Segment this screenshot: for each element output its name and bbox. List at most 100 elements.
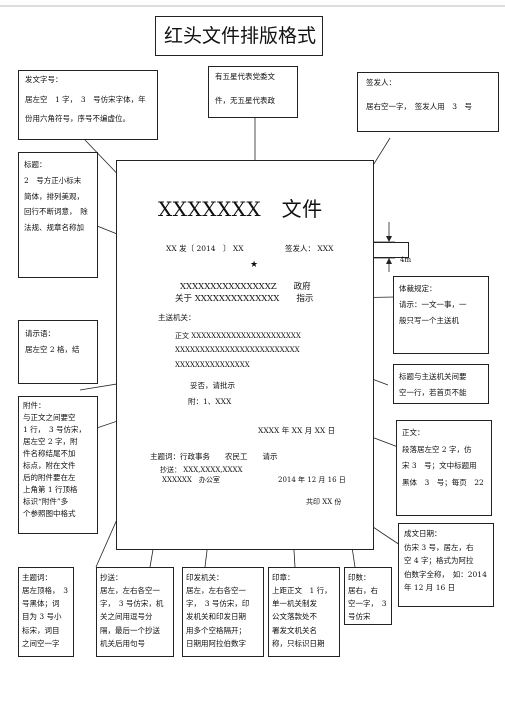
note-line: 上距正文 1 行， — [272, 586, 332, 596]
note-line: 称，只标识日期 — [272, 638, 325, 648]
note-line: 年 12 月 16 日 — [404, 583, 456, 592]
doc-header: XXXXXXX 文件 — [158, 197, 323, 221]
note-line: 伯数字全称， 如：2014 — [404, 569, 487, 579]
note-line: 号黑体；词 — [22, 599, 60, 609]
note-line: 回行不断词意， 除 — [24, 207, 88, 217]
note-line: 居左空 1 字， 3 号仿宋字体，年 — [25, 94, 146, 104]
note-heading: 印发机关： — [186, 573, 224, 582]
doc-title-line-1: XXXXXXXXXXXXXXXZ 政府 — [180, 282, 311, 292]
note-line: 之间空一字 — [22, 638, 60, 648]
note-line: 份用六角符号，序号不编虚位。 — [25, 114, 130, 124]
note-signer: 签发人： 居右空一字， 签发人用 3 号 — [357, 72, 499, 132]
note-line: 居左空 2 字，附 — [23, 437, 78, 446]
note-line: 简体，排列美观， — [24, 191, 84, 201]
note-line: 1 行， 3 号仿宋， — [23, 425, 87, 434]
note-line: 空一字， 3 — [348, 599, 387, 609]
margin-label: 4m — [400, 256, 412, 264]
note-attachment: 附件： 与正文之间要空 1 行， 3 号仿宋， 居左空 2 字，附 件名称结尾不… — [18, 396, 98, 534]
note-request: 请示语： 居左空 2 格，结 — [18, 320, 98, 384]
note-line: 单一机关制发 — [272, 599, 317, 609]
document-page — [116, 160, 374, 550]
doc-subject: 主题词：行政事务 农民工 请示 — [150, 452, 278, 461]
doc-date: XXXX 年 XX 月 XX 日 — [258, 426, 336, 435]
note-line: 居左，左右各空一 — [100, 586, 160, 596]
doc-closing: 妥否，请批示 — [190, 381, 235, 390]
note-line: 上角第 1 行顶格 — [23, 485, 78, 494]
note-align: 标题与主送机关间要 空一行，若首页不能 — [393, 364, 489, 404]
note-line: 居右，右 — [348, 586, 378, 596]
doc-issue-date: 2014 年 12 月 16 日 — [278, 476, 346, 484]
note-heading: 签发人： — [366, 78, 396, 87]
note-body: 正文： 段落居左空 2 字，仿 宋 3 号；文中标题用 黑体 3 号；每页 22 — [396, 420, 492, 516]
note-heading: 标题： — [24, 160, 47, 169]
doc-copies: 共印 XX 份 — [306, 498, 342, 506]
doc-cc: 抄送： XXX,XXXX,XXXX — [160, 466, 243, 474]
page-title: 红头文件排版格式 — [155, 16, 323, 56]
note-line: 法规、规章名称加 — [24, 223, 84, 232]
note-line: 黑体 3 号；每页 22 — [402, 477, 484, 487]
margin-box — [373, 242, 409, 258]
note-line: 发机关和印发日期 — [186, 612, 246, 622]
note-line: 标点，附在文件 — [23, 461, 76, 470]
doc-title-line-2: 关于 XXXXXXXXXXXXXX 指示 — [175, 294, 314, 304]
doc-body-line: 正文 XXXXXXXXXXXXXXXXXXXXXX — [175, 332, 301, 340]
note-line: 有五星代表党委文 — [215, 72, 275, 81]
note-line: 机关后用句号 — [100, 638, 145, 648]
doc-signer-line: 签发人： XXX — [285, 244, 334, 253]
note-line: 般只写一个主送机 — [399, 315, 459, 325]
note-seal: 印章： 上距正文 1 行， 单一机关制发 公文落款处不 署发文机关名 称，只标识… — [268, 567, 340, 657]
note-line: 后的附件要在左 — [23, 473, 76, 482]
note-subject: 主题词： 居左顶格， 3 号黑体；词 目为 3 号小 标宋，词目 之间空一字 — [18, 567, 74, 657]
note-heading: 成文日期： — [404, 529, 442, 538]
note-line: 2 号方正小标末 — [24, 175, 82, 185]
doc-issuer: XXXXXX 办公室 — [162, 476, 220, 484]
note-line: 仿宋 3 号，居左，右 — [404, 542, 474, 552]
note-line: 字， 3 号仿宋，机 — [100, 599, 164, 609]
note-line: 居右空一字， 签发人用 3 号 — [366, 101, 473, 111]
doc-body-line: XXXXXXXXXXXXXXX — [175, 361, 250, 369]
note-line: 号仿宋 — [348, 612, 371, 622]
note-line: 公文落款处不 — [272, 612, 317, 622]
note-line: 用多个空格隔开； — [186, 625, 246, 635]
note-line: 日期用阿拉伯数字 — [186, 638, 246, 648]
doc-attachment: 附：1、XXX — [188, 397, 232, 406]
note-line: 字， 3 号仿宋，印 — [186, 599, 250, 609]
note-line: 与正文之间要空 — [23, 413, 76, 422]
note-star: 有五星代表党委文 件，无五星代表政 — [208, 66, 298, 118]
note-line: 关之间用逗号分 — [100, 612, 153, 622]
doc-number-line: XX 发〔 2014 〕 XX — [166, 244, 244, 253]
note-issuer: 印发机关： 居左，左右各空一 字， 3 号仿宋，印 发机关和印发日期 用多个空格… — [182, 567, 264, 657]
note-heading: 发文字号： — [25, 75, 63, 84]
note-line: 空 4 字；格式为阿拉 — [404, 556, 474, 565]
note-heading: 请示语： — [25, 329, 55, 338]
note-heading: 印数： — [348, 573, 371, 582]
note-line: 标题与主送机关间要 — [399, 372, 467, 381]
note-headline: 标题： 2 号方正小标末 简体，排列美观， 回行不断词意， 除 法规、规章名称加 — [18, 152, 98, 278]
note-line: 隔，最后一个抄送 — [100, 625, 160, 635]
note-line: 居左顶格， 3 — [22, 586, 69, 596]
note-style: 体裁规定： 请示：一文一事，一 般只写一个主送机 — [393, 276, 489, 354]
note-heading: 体裁规定： — [399, 284, 437, 293]
note-line: 个参照图中格式 — [23, 509, 76, 518]
note-line: 段落居左空 2 字，仿 — [402, 444, 472, 454]
note-line: 目为 3 号小 — [22, 612, 62, 622]
note-copies: 印数： 居右，右 空一字， 3 号仿宋 — [344, 567, 392, 625]
note-line: 标宋，词目 — [22, 625, 60, 635]
note-date: 成文日期： 仿宋 3 号，居左，右 空 4 字；格式为阿拉 伯数字全称， 如：2… — [398, 523, 494, 607]
note-line: 居左，左右各空一 — [186, 586, 246, 596]
note-line: 居左空 2 格，结 — [25, 344, 80, 354]
note-heading: 附件： — [23, 401, 46, 410]
note-line: 空一行，若首页不能 — [399, 387, 467, 397]
doc-recipient: 主送机关： — [158, 313, 196, 322]
star-icon: ★ — [250, 260, 259, 270]
note-line: 署发文机关名 — [272, 625, 317, 635]
note-line: 件，无五星代表政 — [215, 95, 275, 105]
note-doc-number: 发文字号： 居左空 1 字， 3 号仿宋字体，年 份用六角符号，序号不编虚位。 — [18, 70, 158, 140]
note-line: 宋 3 号；文中标题用 — [402, 461, 477, 470]
note-line: 请示：一文一事，一 — [399, 299, 467, 309]
note-heading: 抄送： — [100, 573, 123, 582]
note-line: 标识“附件”多 — [23, 497, 69, 506]
note-cc: 抄送： 居左，左右各空一 字， 3 号仿宋，机 关之间用逗号分 隔，最后一个抄送… — [96, 567, 174, 657]
note-line: 件名称结尾不加 — [23, 449, 76, 458]
note-heading: 印章： — [272, 573, 295, 582]
